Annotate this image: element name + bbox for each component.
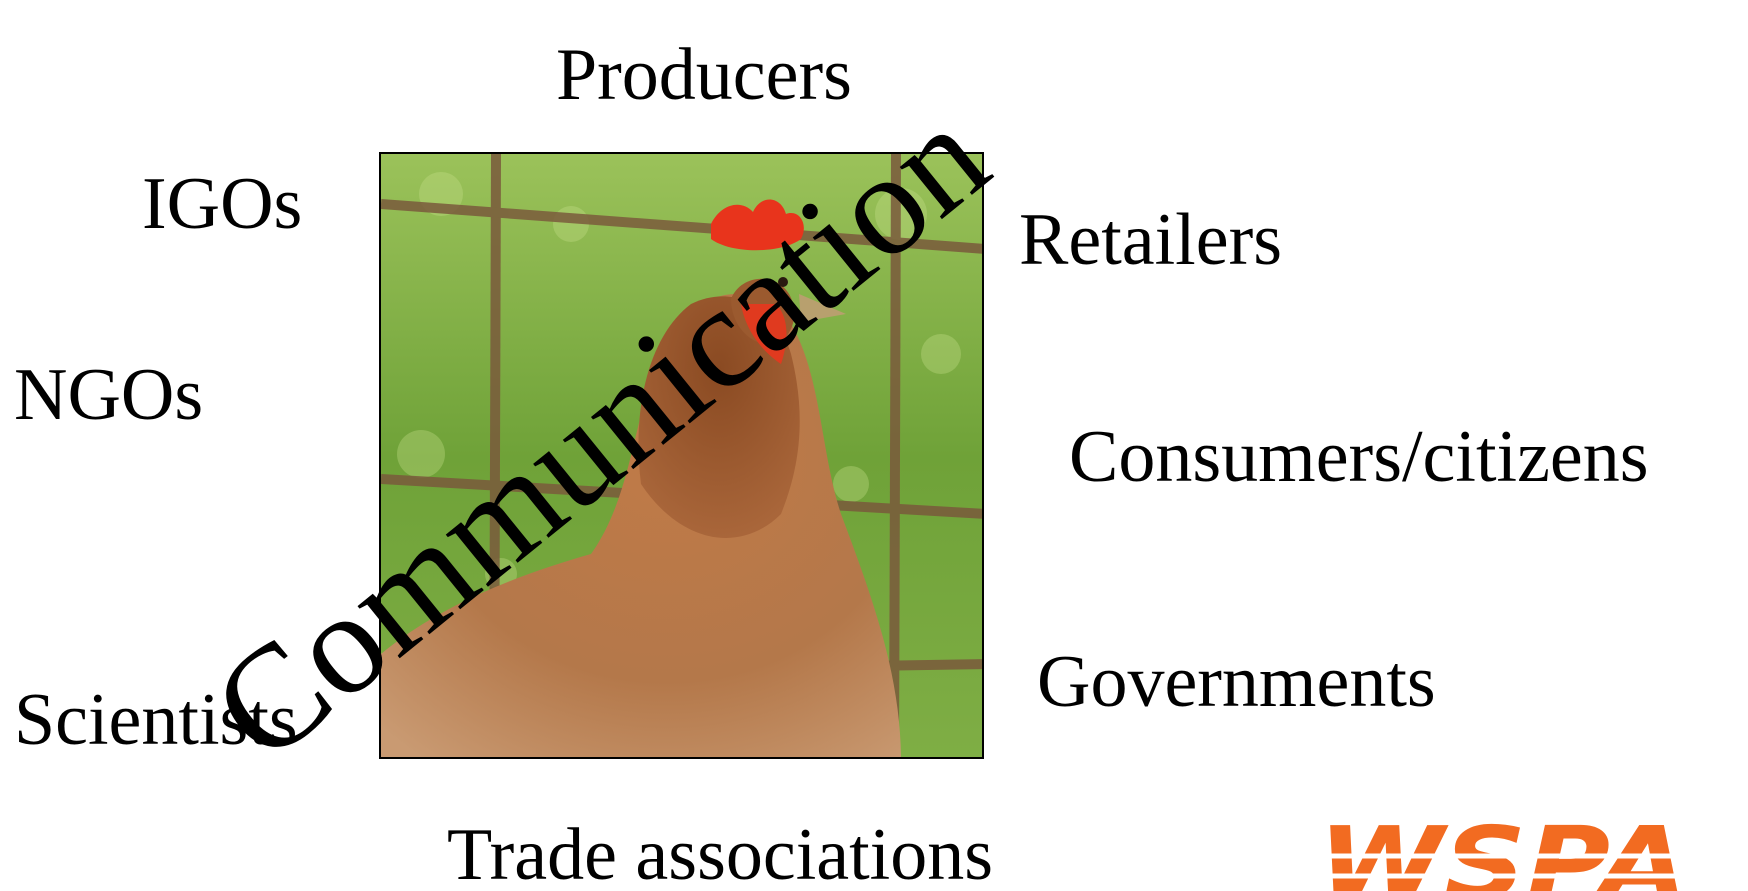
stakeholder-scientists: Scientists: [14, 679, 298, 761]
wspa-logo-graphic: WSPA: [1318, 805, 1698, 891]
hen-illustration: [381, 154, 982, 757]
hen-photo: [379, 152, 984, 759]
stakeholder-trade-associations: Trade associations: [447, 814, 994, 891]
stakeholder-igos: IGOs: [142, 163, 303, 245]
stakeholder-retailers: Retailers: [1019, 199, 1283, 281]
stakeholder-governments: Governments: [1037, 641, 1436, 723]
wspa-logo: WSPA: [1318, 805, 1698, 891]
stakeholder-producers: Producers: [556, 34, 852, 116]
stakeholder-consumers: Consumers/citizens: [1069, 416, 1649, 498]
stakeholder-ngos: NGOs: [14, 354, 204, 436]
